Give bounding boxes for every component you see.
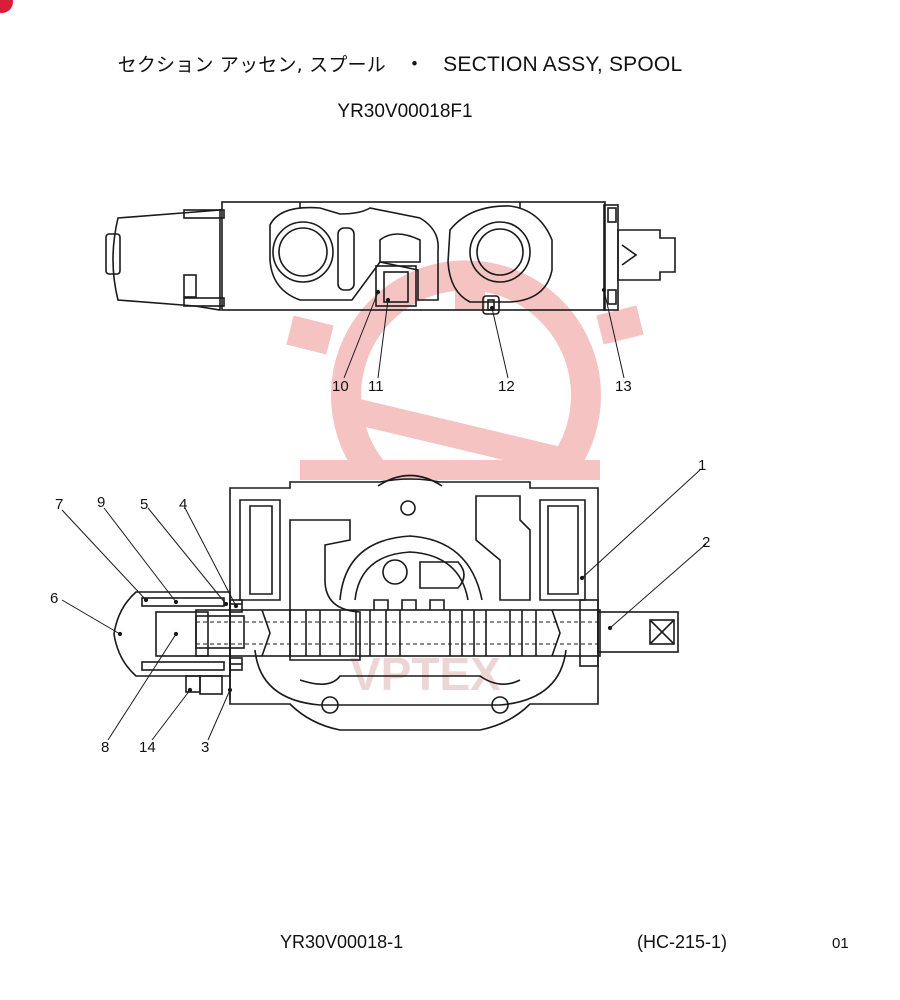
title-english: SECTION ASSY, SPOOL [443,53,683,76]
title-japanese: セクション アッセン, スプール [117,54,386,76]
callout-13: 13 [615,378,632,395]
callout-8: 8 [101,739,109,756]
leader-lines [61,287,707,741]
footer-reference: (HC-215-1) [637,932,728,952]
callout-12: 12 [498,378,515,395]
callout-numbers: 10 11 12 13 1 2 7 9 5 4 6 8 14 3 [50,378,710,756]
corner-badge [0,0,13,13]
callout-14: 14 [139,739,156,756]
callout-1: 1 [698,457,706,474]
footer-page-number: 01 [832,935,849,952]
title-separator: ・ [403,53,426,76]
callout-9: 9 [97,494,105,511]
callout-4: 4 [179,496,187,513]
footer-drawing-code: YR30V00018-1 [280,932,404,952]
callout-3: 3 [201,739,209,756]
callout-11: 11 [368,378,384,395]
callout-2: 2 [702,534,710,551]
callout-6: 6 [50,590,58,607]
spool-section-side-view [113,474,679,731]
page-title: セクション アッセン, スプール・ SECTION ASSY, SPOOL [0,48,800,78]
watermark-gear-logo: VPTEX [286,260,644,700]
spool-section-top-view [105,201,676,315]
callout-5: 5 [140,496,148,513]
callout-10: 10 [332,378,349,395]
drawing-number: YR30V00018F1 [337,101,473,122]
callout-7: 7 [55,496,63,513]
